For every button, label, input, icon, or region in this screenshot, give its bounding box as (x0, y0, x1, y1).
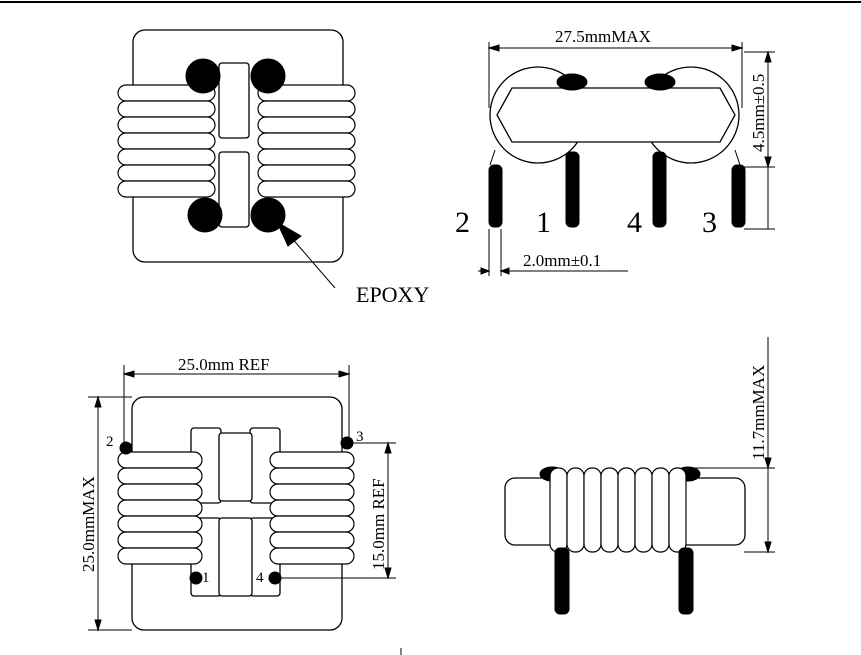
pin-label-2: 2 (455, 206, 470, 239)
pin-label-1: 1 (536, 206, 551, 239)
bottom-width-dimension: 25.0mm REF (178, 355, 270, 374)
side-height-dimension: 4.5mm±0.5 (749, 74, 768, 152)
top-view-right-winding (257, 84, 356, 198)
top-view: EPOXY (117, 29, 429, 307)
bottom-height-dimension: 25.0mmMAX (79, 476, 98, 572)
bottom-view-left-winding (117, 451, 203, 565)
core-bar (496, 87, 736, 143)
top-view-left-winding (117, 84, 216, 198)
top-view-slot-upper (218, 62, 250, 139)
pin-label-4: 4 (627, 206, 642, 239)
epoxy-dot (185, 58, 221, 94)
pin-label-3: 3 (702, 206, 717, 239)
side-width-dimension: 27.5mmMAX (555, 27, 651, 46)
front-view-winding (549, 467, 687, 553)
bottom-view-right-winding (269, 451, 355, 565)
front-view: 11.7mmMAX (504, 337, 775, 615)
bottom-pin-label-2: 2 (106, 434, 114, 450)
bottom-pin-label-1: 1 (202, 570, 210, 586)
pin-pitch-dimension: 2.0mm±0.1 (523, 251, 601, 270)
bottom-view: 25.0mm REF 25.0mmMAX (79, 355, 396, 632)
epoxy-bump (644, 73, 676, 91)
epoxy-leader (289, 235, 336, 289)
pin-2 (488, 164, 503, 228)
front-height-dimension: 11.7mmMAX (749, 365, 768, 460)
front-view-pin (678, 547, 694, 615)
pin-1 (565, 151, 580, 228)
bottom-pin-label-3: 3 (356, 429, 364, 445)
epoxy-label: EPOXY (356, 282, 429, 307)
front-view-pin (554, 547, 570, 615)
epoxy-dot (250, 58, 286, 94)
bottom-pin-2-dot (119, 441, 133, 455)
pin-span-dimension: 15.0mm REF (369, 478, 388, 570)
side-view: 27.5mmMAX 4.5mm±0.5 2 1 4 3 (455, 27, 775, 276)
pin-3 (731, 164, 746, 228)
bottom-pin-1-dot (189, 571, 203, 585)
pin-4 (652, 151, 667, 228)
epoxy-dot (187, 197, 223, 233)
epoxy-dot (250, 197, 286, 233)
epoxy-bump (556, 73, 588, 91)
bottom-pin-label-4: 4 (256, 570, 264, 586)
epoxy-arrowhead (275, 220, 302, 247)
top-view-slot-lower (218, 151, 250, 228)
